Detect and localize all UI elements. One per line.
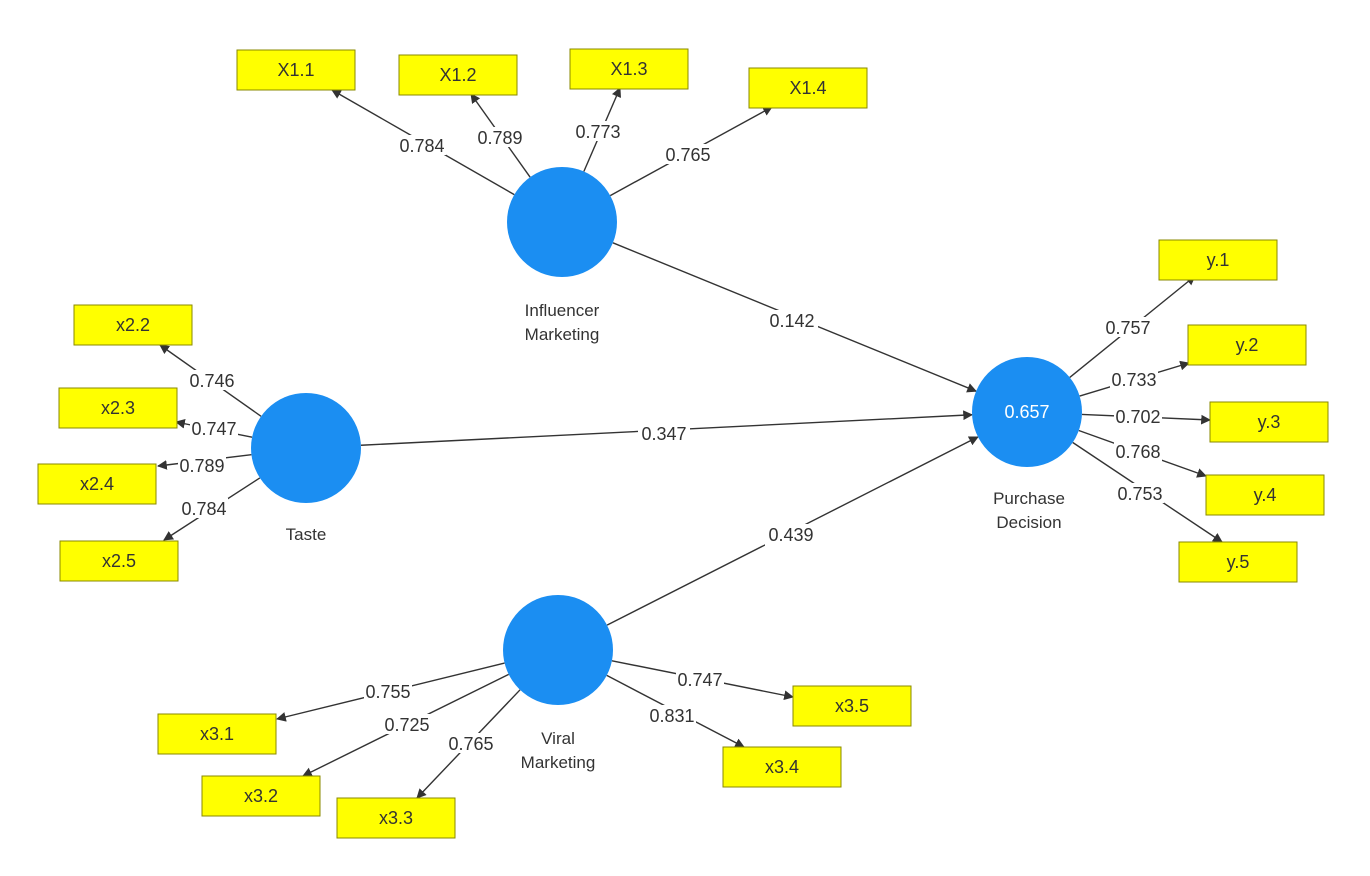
indicator-box-y.3[interactable]	[1209, 401, 1329, 443]
indicator-label-y.4: y.4	[1254, 485, 1277, 505]
r-squared-value: 0.657	[1004, 402, 1049, 422]
latent-variable-label-line: Decision	[996, 513, 1061, 532]
latent-variable-vm[interactable]	[503, 595, 613, 705]
indicator-label-y.5: y.5	[1227, 552, 1250, 572]
indicator-box-x3.5[interactable]	[792, 685, 912, 727]
indicator-box-x3.2[interactable]	[201, 775, 321, 817]
latent-variable-pd[interactable]	[972, 357, 1082, 467]
path-coefficient-taste-pd: 0.347	[641, 424, 686, 444]
path-label-bg	[766, 310, 818, 332]
indicator-box-X1.2[interactable]	[398, 54, 518, 96]
indicator-box-X1.1[interactable]	[236, 49, 356, 91]
indicator-box-x2.4[interactable]	[37, 463, 157, 505]
loading-label-bg	[383, 714, 431, 734]
indicator-label-x2.3: x2.3	[101, 398, 135, 418]
indicator-box-x3.4[interactable]	[722, 746, 842, 788]
indicator-box-y.5[interactable]	[1178, 541, 1298, 583]
path-label-bg	[765, 524, 817, 546]
loading-label-bg	[648, 705, 696, 725]
latent-variable-label-line: Marketing	[525, 325, 600, 344]
indicator-box-x3.1[interactable]	[157, 713, 277, 755]
latent-variable-label-line: Viral	[541, 729, 575, 748]
loading-label-bg	[574, 121, 622, 141]
labels-layer: X1.1 0.784 X1.2 0.789 X1.3 0.773 X1.4 0.765 x2.2…	[80, 59, 1280, 828]
indicator-label-y.1: y.1	[1207, 250, 1230, 270]
loading-label-bg	[178, 455, 226, 475]
loading-value-X1.3: 0.773	[575, 122, 620, 142]
loading-value-x2.4: 0.789	[179, 456, 224, 476]
indicator-box-x2.3[interactable]	[58, 387, 178, 429]
indicator-box-y.2[interactable]	[1187, 324, 1307, 366]
latent-variable-label-line: Marketing	[521, 753, 596, 772]
loading-value-x2.3: 0.747	[191, 419, 236, 439]
path-coefficient-vm-pd: 0.439	[768, 525, 813, 545]
loading-label-bg	[1114, 406, 1162, 426]
latent-variable-im[interactable]	[507, 167, 617, 277]
loading-label-bg	[188, 370, 236, 390]
nodes-layer	[37, 48, 1329, 839]
loading-label-bg	[1116, 483, 1164, 503]
loading-value-x2.2: 0.746	[189, 371, 234, 391]
indicator-label-y.3: y.3	[1258, 412, 1281, 432]
loading-label-bg	[447, 733, 495, 753]
latent-variable-label-line: Purchase	[993, 489, 1065, 508]
indicator-label-x3.1: x3.1	[200, 724, 234, 744]
indicator-label-x2.5: x2.5	[102, 551, 136, 571]
loading-value-X1.1: 0.784	[399, 136, 444, 156]
path-coefficient-im-pd: 0.142	[769, 311, 814, 331]
loading-label-bg	[1104, 317, 1152, 337]
indicator-box-X1.3[interactable]	[569, 48, 689, 90]
loading-value-x3.3: 0.765	[448, 734, 493, 754]
indicator-box-y.1[interactable]	[1158, 239, 1278, 281]
loading-label-bg	[190, 418, 238, 438]
loading-value-y.3: 0.702	[1115, 407, 1160, 427]
indicator-label-x3.4: x3.4	[765, 757, 799, 777]
indicator-label-X1.1: X1.1	[277, 60, 314, 80]
loading-label-bg	[476, 127, 524, 147]
loading-label-bg	[1110, 369, 1158, 389]
latent-variable-label-line: Influencer	[525, 301, 600, 320]
loading-value-x2.5: 0.784	[181, 499, 226, 519]
indicator-label-X1.2: X1.2	[439, 65, 476, 85]
indicator-label-x2.4: x2.4	[80, 474, 114, 494]
loading-label-bg	[676, 669, 724, 689]
loading-value-y.4: 0.768	[1115, 442, 1160, 462]
indicator-box-y.4[interactable]	[1205, 474, 1325, 516]
loading-value-x3.4: 0.831	[649, 706, 694, 726]
latent-variable-taste[interactable]	[251, 393, 361, 503]
loading-value-X1.4: 0.765	[665, 145, 710, 165]
indicator-label-x3.5: x3.5	[835, 696, 869, 716]
loading-value-x3.1: 0.755	[365, 682, 410, 702]
indicator-label-x3.2: x3.2	[244, 786, 278, 806]
path-label-bg	[638, 423, 690, 445]
loading-label-bg	[398, 135, 446, 155]
loading-value-X1.2: 0.789	[477, 128, 522, 148]
loading-value-y.5: 0.753	[1117, 484, 1162, 504]
indicator-box-x2.2[interactable]	[73, 304, 193, 346]
indicator-label-x2.2: x2.2	[116, 315, 150, 335]
indicator-label-x3.3: x3.3	[379, 808, 413, 828]
loading-label-bg	[180, 498, 228, 518]
indicator-box-x3.3[interactable]	[336, 797, 456, 839]
loading-label-bg	[1114, 441, 1162, 461]
loading-label-bg	[664, 144, 712, 164]
loading-value-y.1: 0.757	[1105, 318, 1150, 338]
loading-value-x3.5: 0.747	[677, 670, 722, 690]
indicator-box-x2.5[interactable]	[59, 540, 179, 582]
indicator-label-X1.4: X1.4	[789, 78, 826, 98]
loading-label-bg	[364, 681, 412, 701]
indicator-box-X1.4[interactable]	[748, 67, 868, 109]
indicator-label-X1.3: X1.3	[610, 59, 647, 79]
loading-value-y.2: 0.733	[1111, 370, 1156, 390]
indicator-label-y.2: y.2	[1236, 335, 1259, 355]
loading-value-x3.2: 0.725	[384, 715, 429, 735]
latent-variable-label-line: Taste	[286, 525, 327, 544]
